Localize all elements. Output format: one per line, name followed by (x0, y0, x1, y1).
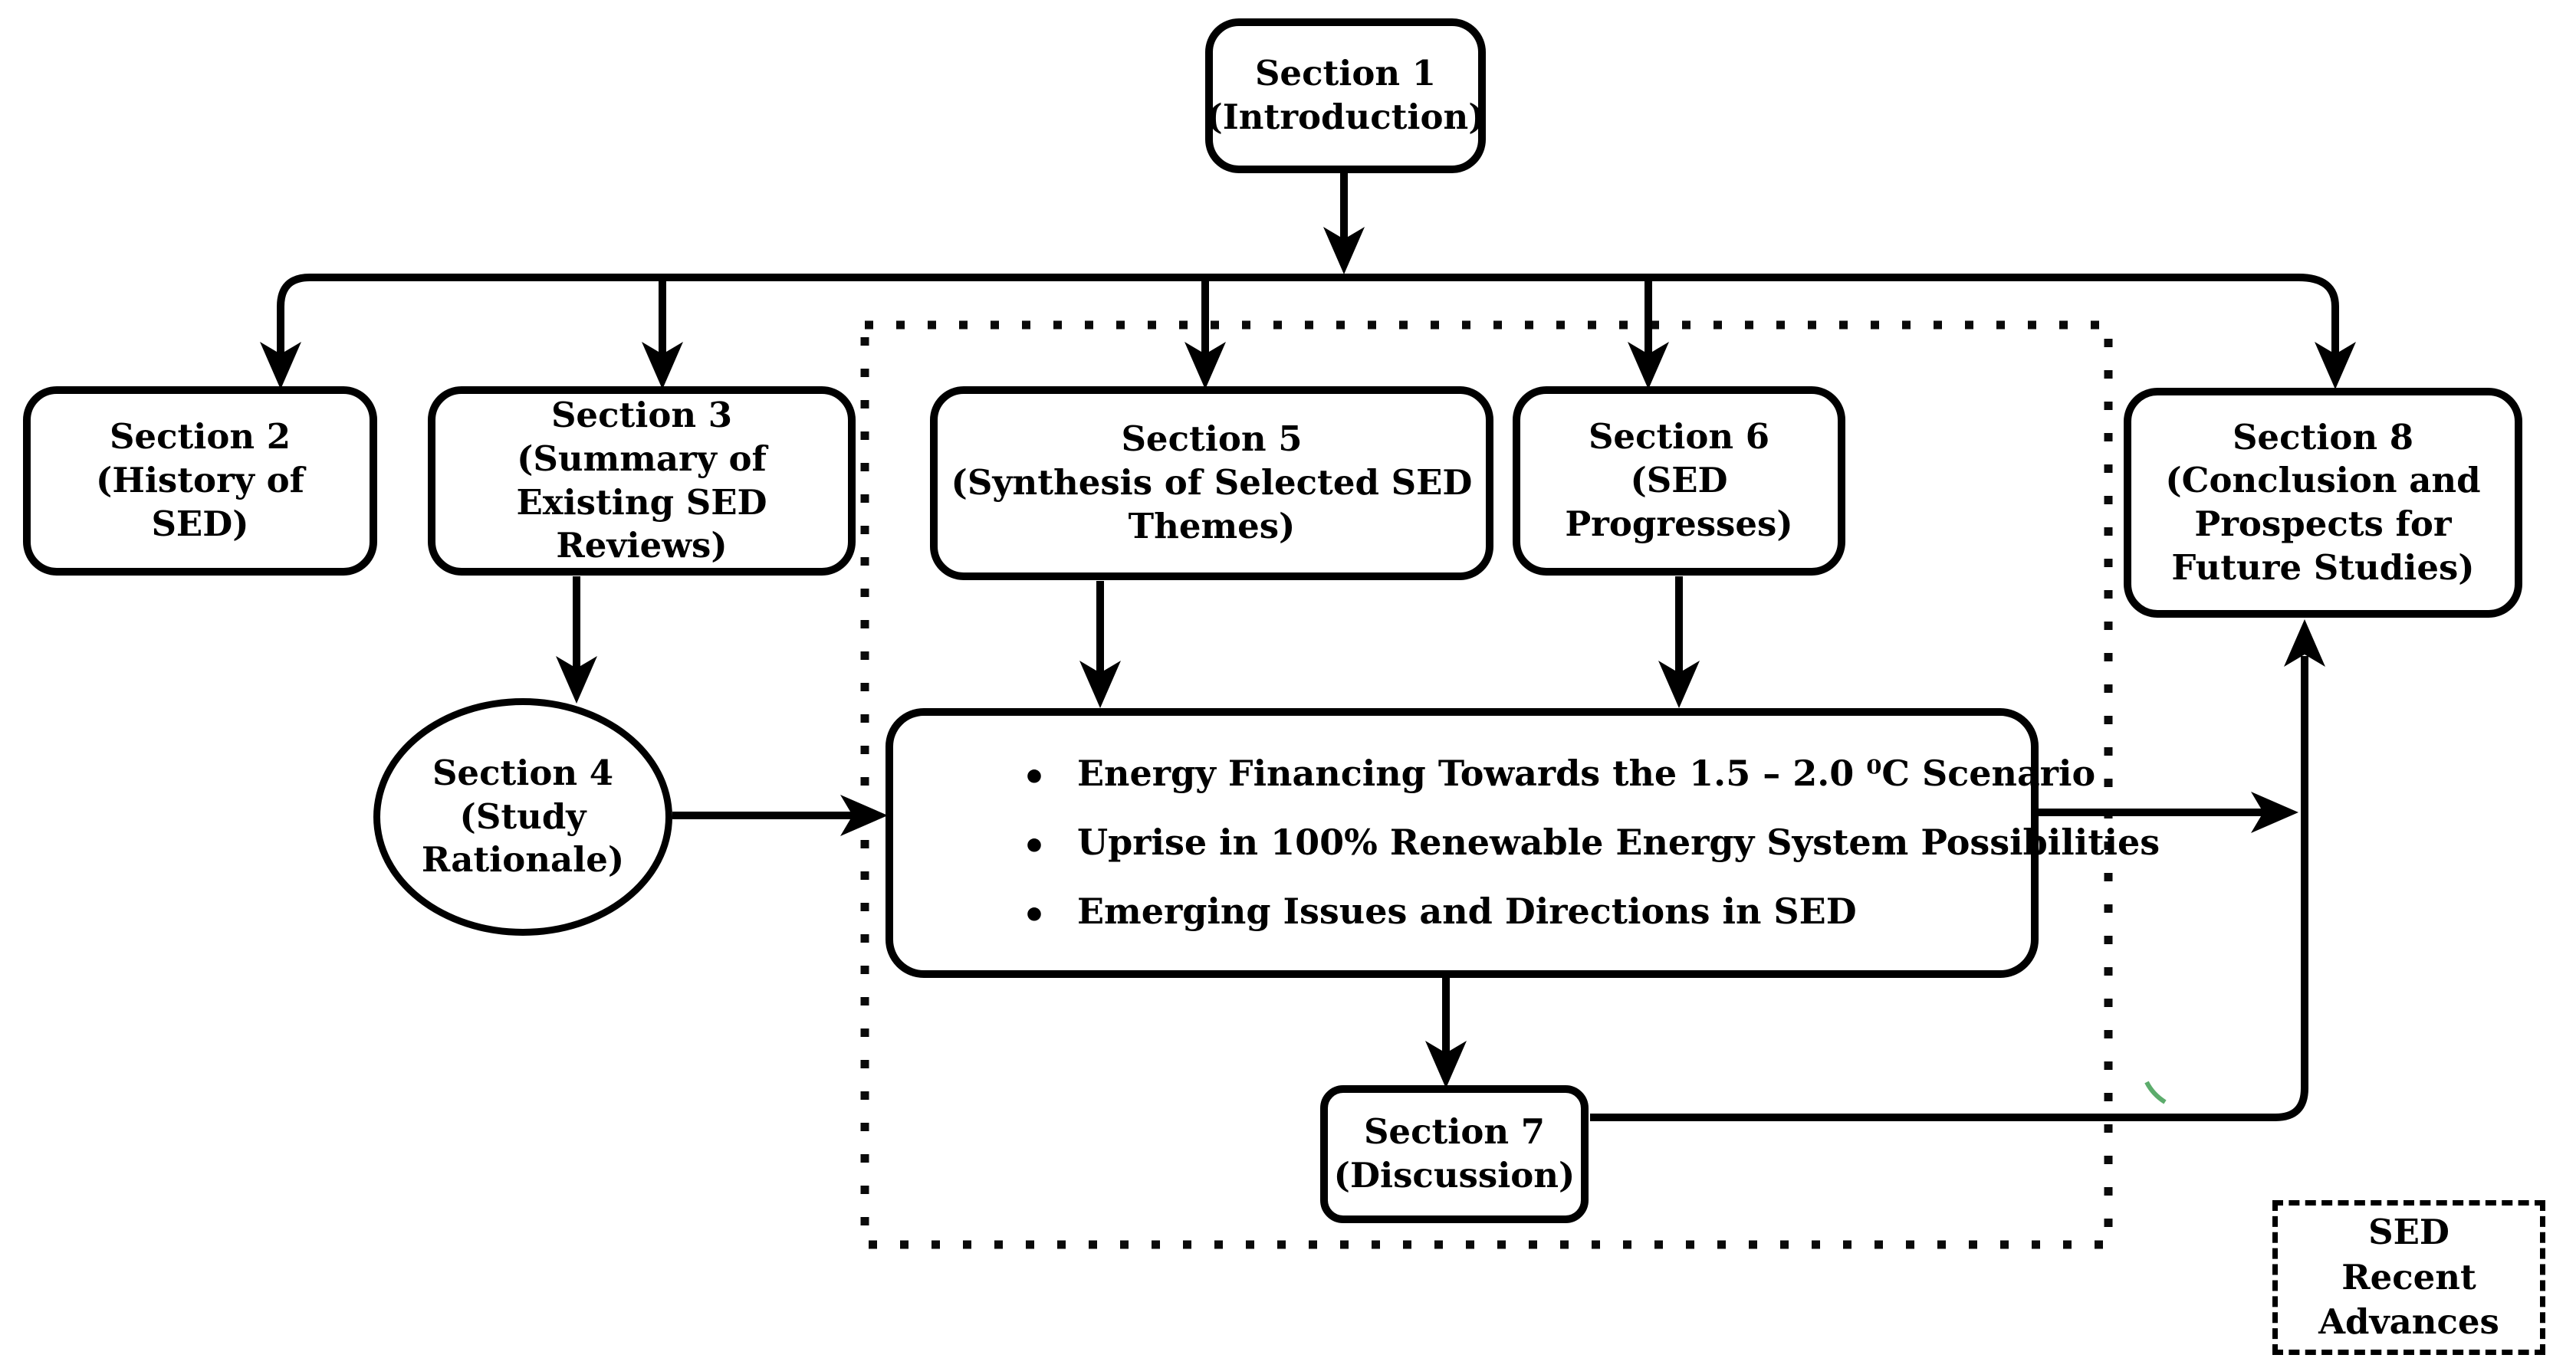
node-title: Section 8 (2232, 416, 2414, 458)
theme-bullet-item: Uprise in 100% Renewable Energy System P… (1022, 809, 2160, 883)
node-section4-ellipse: Section 4 (Study Rationale) (373, 698, 672, 936)
arrowhead-s7-to-s8 (2284, 619, 2325, 667)
node-title: Section 4 (432, 752, 614, 793)
connector-branch-bar (277, 274, 2339, 354)
node-section8: Section 8 (Conclusion and Prospects for … (2124, 388, 2522, 618)
node-subtitle: (Study Rationale) (421, 796, 625, 881)
theme-bullet-item: Energy Financing Towards the 1.5 – 2.0 ⁰… (1022, 740, 2160, 814)
arrowhead-to-s4 (556, 656, 597, 704)
node-title: Section 6 (1588, 416, 1770, 458)
node-subtitle: (History of SED) (96, 460, 304, 544)
arrowhead-to-s5 (1184, 342, 1226, 389)
node-subtitle: (Summary of Existing SED Reviews) (516, 438, 767, 566)
themes-box: Energy Financing Towards the 1.5 – 2.0 ⁰… (886, 708, 2160, 978)
arrowhead-to-s6 (1628, 342, 1669, 389)
legend-label: SED Recent Advances (2318, 1212, 2499, 1343)
arrowhead-to-s3 (642, 342, 683, 389)
node-subtitle: (Conclusion and Prospects for Future Stu… (2165, 460, 2481, 588)
node-title: Section 2 (109, 416, 291, 458)
arrowhead-to-s2 (260, 342, 301, 389)
arrowhead-to-s8-top (2315, 342, 2356, 389)
node-title: Section 3 (550, 395, 733, 436)
node-title: Section 1 (1254, 53, 1437, 94)
arrowhead-s6-to-themes (1658, 661, 1700, 708)
node-section7: Section 7 (Discussion) (1320, 1085, 1589, 1223)
node-section3: Section 3 (Summary of Existing SED Revie… (428, 386, 856, 576)
themes-bullet-list: Energy Financing Towards the 1.5 – 2.0 ⁰… (893, 740, 2183, 952)
node-subtitle: (Discussion) (1333, 1155, 1576, 1196)
node-title: Section 5 (1121, 418, 1303, 460)
node-subtitle: (SED Progresses) (1565, 460, 1793, 544)
connector-s7-to-s8 (1590, 656, 2308, 1121)
node-section1: Section 1 (Introduction) (1205, 18, 1486, 173)
node-section6: Section 6 (SED Progresses) (1513, 386, 1845, 576)
legend-box: SED Recent Advances (2272, 1200, 2545, 1355)
node-subtitle: (Introduction) (1206, 97, 1485, 137)
node-title: Section 7 (1363, 1111, 1546, 1153)
theme-bullet-item: Emerging Issues and Directions in SED (1022, 878, 2160, 952)
node-subtitle: (Synthesis of Selected SED Themes) (951, 462, 1473, 546)
arrowhead-themes-to-trunk (2251, 792, 2298, 833)
arrowhead-s5-to-themes (1079, 661, 1121, 708)
arrowhead-s4-to-themes (840, 795, 888, 836)
node-section2: Section 2 (History of SED) (23, 386, 377, 576)
node-section5: Section 5 (Synthesis of Selected SED The… (930, 386, 1493, 580)
arrowhead-to-s7 (1425, 1041, 1467, 1088)
stray-green-mark (2144, 1081, 2167, 1104)
arrowhead-s1-to-bar (1323, 227, 1365, 274)
